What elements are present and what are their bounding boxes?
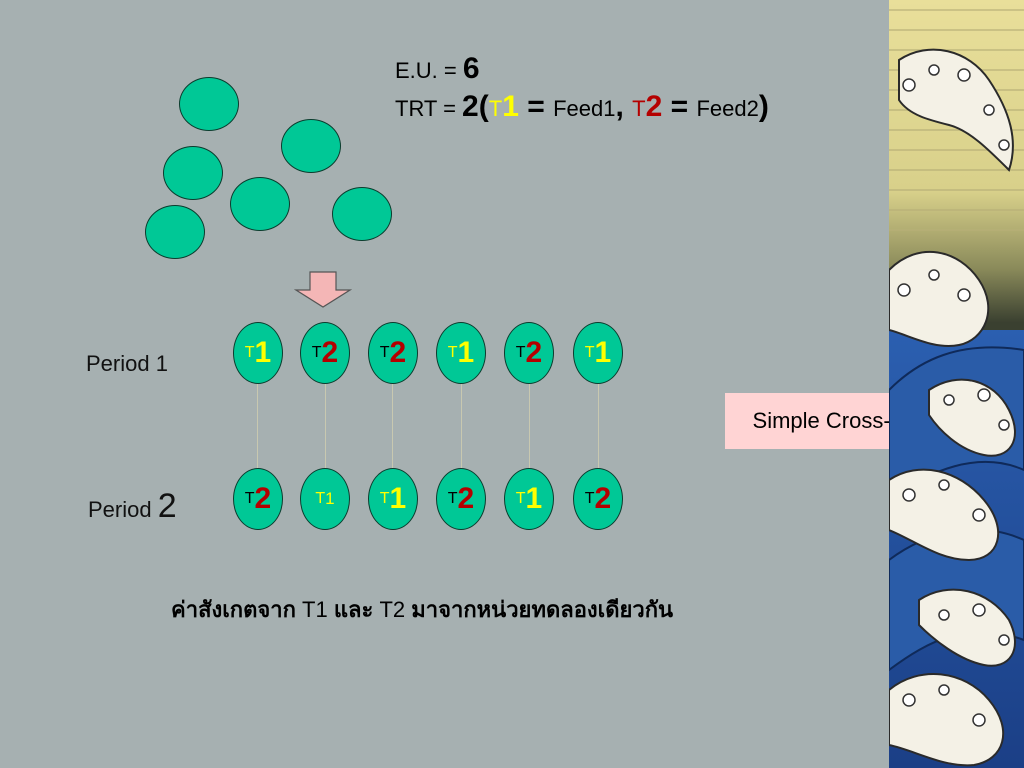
wave-artwork-image [889,0,1024,768]
period-1-label: Period 1 [86,351,168,376]
t1-letter: T [488,96,503,121]
open-paren: ( [478,90,489,123]
unit-treatment-letter: T [447,490,458,507]
t2-number: 2 [645,90,663,123]
unit-treatment-number: 1 [389,482,407,515]
conclusion-part-3: มาจากหน่วยทดลองเดียวกัน [405,597,674,622]
unit-treatment-letter: T [244,490,255,507]
unit-treatment-number: 1 [457,336,475,369]
unit-treatment-number: 1 [594,336,612,369]
equals-1: = [518,90,554,123]
experimental-unit [281,119,341,173]
t2-letter: T [632,96,646,121]
feed2-label: Feed2 [696,96,759,121]
equals-2: = [662,90,697,123]
connector-line [598,382,599,474]
trt-value: 2 [462,90,479,123]
period-2-number: 2 [157,487,177,525]
experimental-unit [145,205,205,259]
period-2-word: Period [88,497,158,522]
experimental-unit [163,146,223,200]
conclusion-part-1: ค่าสังเกตจาก [171,597,303,622]
unit-treatment-number: 1 [325,489,335,508]
connector-line [529,382,530,474]
t1-number: 1 [502,90,519,123]
unit-treatment-letter: T [515,344,526,361]
conclusion-t1: T1 [302,597,328,622]
connector-line [257,382,258,474]
conclusion-text: ค่าสังเกตจาก T1 และ T2 มาจากหน่วยทดลองเด… [171,592,673,627]
unit-treatment-letter: T [315,490,326,507]
connector-line [461,382,462,474]
unit-treatment-number: 2 [321,336,339,369]
unit-treatment-letter: T [379,490,390,507]
trt-label: TRT = [395,96,463,121]
experimental-unit [179,77,239,131]
close-paren: ) [758,90,769,123]
unit-treatment-number: 2 [389,336,407,369]
unit-treatment-letter: T [379,344,390,361]
unit-treatment-letter: T [244,344,255,361]
connector-line [392,382,393,474]
comma: , [615,90,633,123]
unit-treatment-letter: T [311,344,322,361]
eu-value: 6 [462,52,480,85]
unit-treatment-letter: T [515,490,526,507]
conclusion-part-2: และ [327,597,380,622]
unit-treatment-number: 2 [525,336,543,369]
conclusion-t2: T2 [379,597,406,622]
experimental-unit [230,177,290,231]
eu-line: E.U. = 6 [395,52,480,86]
unit-treatment-number: 1 [254,336,272,369]
connector-line [325,382,326,474]
unit-treatment-number: 2 [254,482,272,515]
period-2-label: Period 2 [88,487,177,526]
down-arrow-icon [294,271,352,308]
unit-treatment-number: 2 [594,482,612,515]
eu-label: E.U. = [395,58,463,83]
trt-line: TRT = 2(T1 = Feed1, T2 = Feed2) [395,90,769,124]
feed1-label: Feed1 [553,96,616,121]
unit-treatment-letter: T [584,490,595,507]
unit-treatment-letter: T [447,344,458,361]
unit-treatment-letter: T [584,344,595,361]
experimental-unit [332,187,392,241]
unit-treatment-number: 2 [457,482,475,515]
unit-treatment-number: 1 [525,482,543,515]
